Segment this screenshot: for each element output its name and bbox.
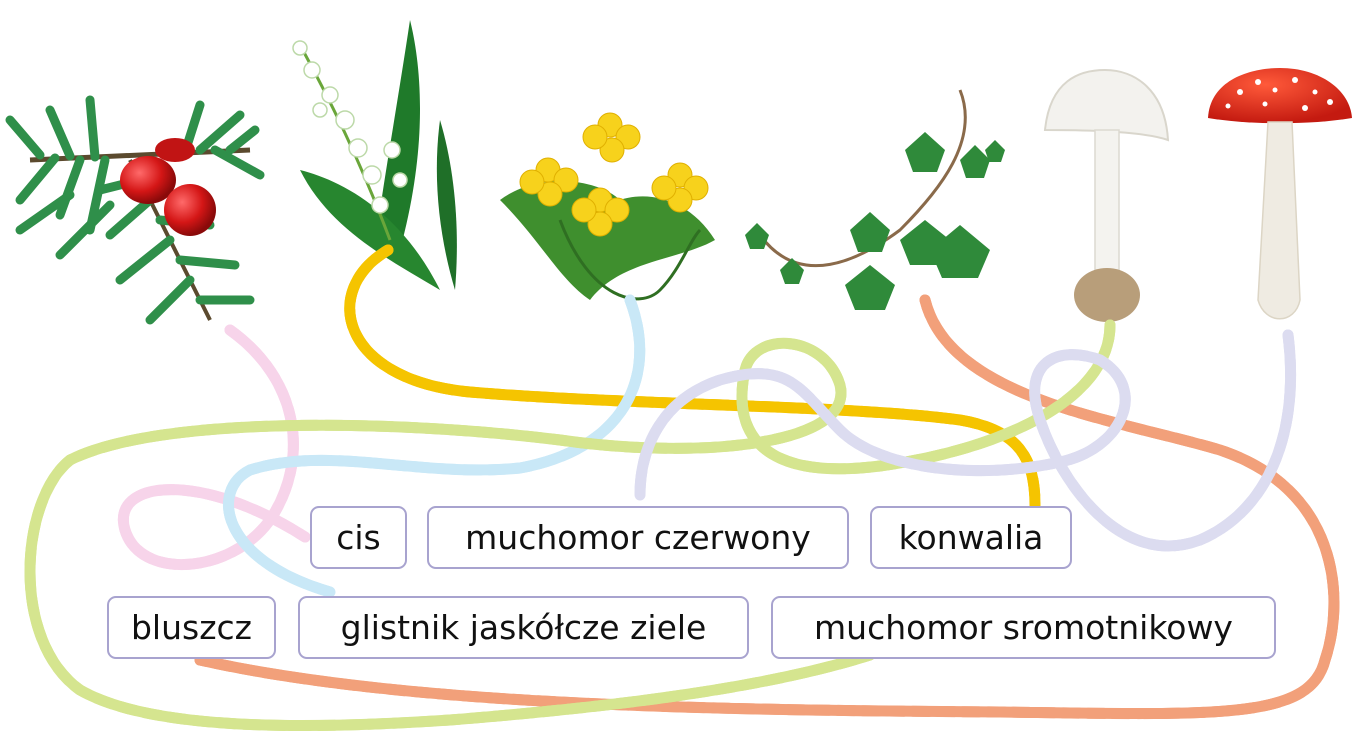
label-bluszcz[interactable]: bluszcz [107,596,276,659]
label-muchomor-sromotnikowy[interactable]: muchomor sromotnikowy [771,596,1276,659]
string-cis [123,330,305,565]
death-cap-mushroom-image [1045,70,1168,322]
label-glistnik-jaskolcze-ziele[interactable]: glistnik jaskółcze ziele [298,596,749,659]
yew-branch-image [10,100,260,320]
ivy-image [745,90,1005,310]
label-cis[interactable]: cis [310,506,407,569]
label-muchomor-czerwony[interactable]: muchomor czerwony [427,506,849,569]
celandine-image [500,113,715,300]
fly-agaric-mushroom-image [1208,68,1352,319]
label-konwalia[interactable]: konwalia [870,506,1072,569]
